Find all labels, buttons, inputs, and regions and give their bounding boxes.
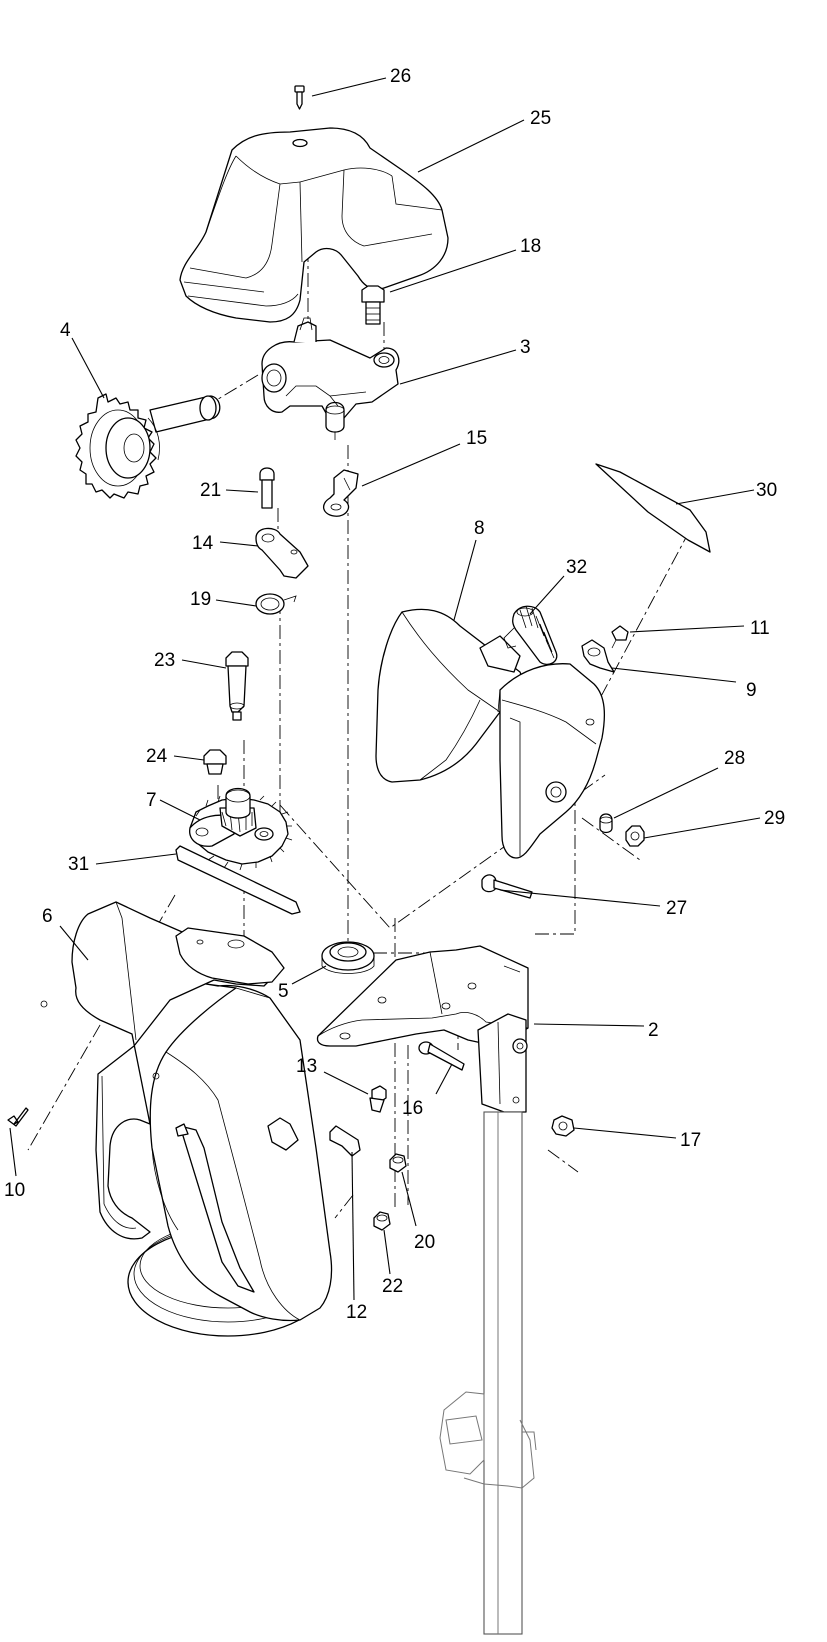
- callout-14: 14: [192, 533, 214, 554]
- nut-part-22: [373, 1211, 391, 1231]
- callout-6: 6: [42, 906, 53, 927]
- callout-18: 18: [520, 236, 541, 257]
- callout-8: 8: [474, 518, 485, 539]
- callout-32: 32: [566, 557, 587, 578]
- screw-part-26: [294, 85, 305, 110]
- callout-2: 2: [648, 1020, 659, 1041]
- bushing-part-5: [321, 941, 375, 974]
- nut-part-17: [551, 1115, 575, 1137]
- screw-part-11: [611, 625, 629, 649]
- discharge-chute-part-6: [40, 901, 333, 1337]
- callout-9: 9: [746, 680, 757, 701]
- callout-7: 7: [146, 790, 157, 811]
- worm-gear-part-4: [75, 393, 221, 499]
- nut-part-20: [389, 1153, 407, 1173]
- bolt-part-16: [418, 1041, 465, 1071]
- clip-part-12: [329, 1125, 361, 1157]
- clip-part-9: [581, 639, 615, 673]
- pin-part-23: [225, 651, 249, 721]
- lever-part-14: [255, 527, 309, 579]
- callout-22: 22: [382, 1276, 403, 1297]
- gear-assembly-part-7: [189, 787, 293, 871]
- callout-21: 21: [200, 480, 221, 501]
- bolt-part-27: [481, 874, 533, 899]
- callout-16: 16: [402, 1098, 423, 1119]
- callout-10: 10: [4, 1180, 25, 1201]
- callout-5: 5: [278, 981, 289, 1002]
- plate-part-31: [175, 845, 301, 915]
- callout-30: 30: [756, 480, 777, 501]
- spacer-part-28: [599, 813, 613, 834]
- callout-3: 3: [520, 337, 531, 358]
- callout-24: 24: [146, 746, 168, 767]
- callout-31: 31: [68, 854, 89, 875]
- mount-bracket-part-2: [316, 945, 537, 1635]
- callout-29: 29: [764, 808, 785, 829]
- shoulder-bolt-part-21: [259, 467, 275, 509]
- callout-4: 4: [60, 320, 71, 341]
- callout-20: 20: [414, 1232, 435, 1253]
- callout-leaders: [9, 77, 761, 1301]
- callout-labels: 2 3 4 5 6 7 8 9 10 11 12 13 14 15 16 17 …: [4, 66, 785, 1323]
- bolt-part-13: [369, 1085, 387, 1113]
- nut-part-24: [203, 749, 227, 775]
- callout-23: 23: [154, 650, 175, 671]
- callout-11: 11: [750, 618, 770, 639]
- deflector-part-8: [375, 608, 606, 859]
- bracket-part-15: [323, 469, 359, 517]
- callout-25: 25: [530, 108, 551, 129]
- callout-19: 19: [190, 589, 211, 610]
- spring-part-19: [255, 593, 297, 615]
- callout-27: 27: [666, 898, 687, 919]
- gearbox-housing-part-3: [261, 317, 400, 440]
- decal-part-30: [595, 463, 711, 553]
- callout-26: 26: [390, 66, 411, 87]
- spring-part-32: [503, 605, 558, 666]
- top-cover-part-25: [179, 127, 449, 323]
- bolt-part-18: [361, 285, 385, 325]
- screw-part-10: [7, 1107, 29, 1127]
- callout-15: 15: [466, 428, 487, 449]
- nut-part-29: [625, 825, 645, 847]
- callout-13: 13: [296, 1056, 317, 1077]
- callout-12: 12: [346, 1302, 367, 1323]
- callout-28: 28: [724, 748, 745, 769]
- callout-17: 17: [680, 1130, 701, 1151]
